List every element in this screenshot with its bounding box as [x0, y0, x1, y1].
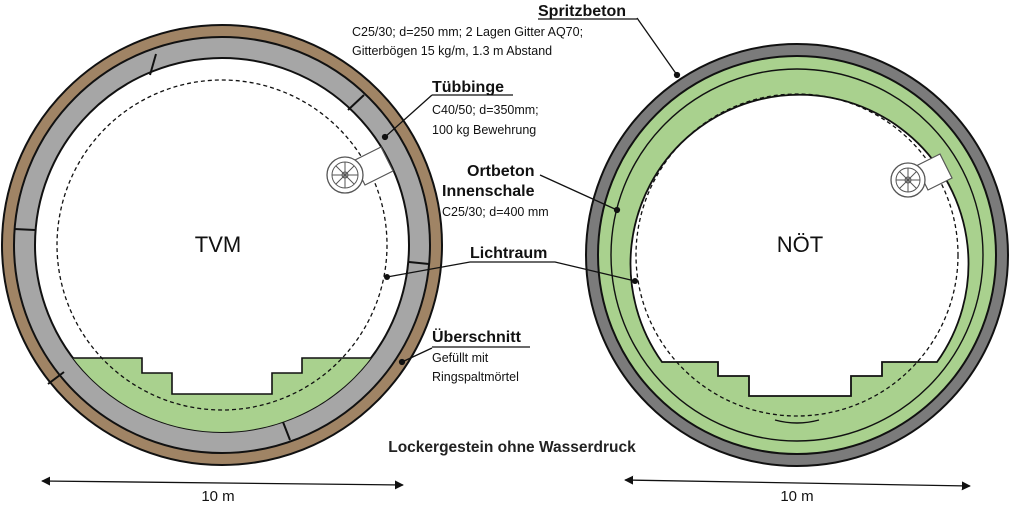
svg-text:C40/50; d=350mm;: C40/50; d=350mm; — [432, 103, 539, 117]
tvm-lichtraum — [56, 79, 388, 411]
label-lichtraum: Lichtraum — [470, 245, 547, 262]
noet-lichtraum-open — [629, 93, 970, 397]
leader-tuebbinge — [381, 94, 433, 141]
leader-ueberschnitt — [398, 347, 433, 366]
tvm-invert-fill — [35, 357, 409, 432]
tvm-label: TVM — [195, 232, 241, 257]
dimension-left: 10 m — [41, 476, 404, 505]
svg-text:Lichtraum: Lichtraum — [470, 245, 547, 262]
ground-condition-label: Lockergestein ohne Wasserdruck — [388, 439, 636, 456]
noet-spritzbeton-inner-line — [610, 68, 984, 442]
svg-text:C25/30; d=400 mm: C25/30; d=400 mm — [442, 205, 549, 219]
tvm-segment-joints — [13, 53, 430, 441]
noet-lichtraum — [635, 93, 959, 417]
tvm-cable-drum-icon — [326, 146, 394, 194]
svg-text:Spritzbeton: Spritzbeton — [538, 3, 626, 20]
tvm-tunnel: TVM — [1, 24, 443, 466]
svg-text:10 m: 10 m — [201, 488, 234, 505]
leader-lichtraum — [386, 261, 636, 282]
noet-label: NÖT — [777, 232, 823, 257]
svg-text:Ortbeton: Ortbeton — [467, 163, 535, 180]
dimension-right: 10 m — [624, 475, 971, 505]
leader-lines — [381, 17, 681, 366]
leader-spritzbeton — [636, 17, 681, 79]
svg-text:Gefüllt mit: Gefüllt mit — [432, 351, 489, 365]
svg-text:10 m: 10 m — [780, 488, 813, 505]
svg-text:Innenschale: Innenschale — [442, 183, 535, 200]
label-ortbeton: Ortbeton Innenschale C25/30; d=400 mm — [442, 163, 549, 219]
noet-tunnel: NÖT — [585, 43, 1009, 467]
svg-text:Überschnitt: Überschnitt — [432, 327, 522, 346]
label-spritzbeton: Spritzbeton C25/30; d=250 mm; 2 Lagen Gi… — [352, 3, 637, 58]
label-tuebbinge: Tübbinge C40/50; d=350mm; 100 kg Bewehru… — [432, 79, 539, 137]
svg-text:Tübbinge: Tübbinge — [432, 79, 504, 96]
svg-text:100 kg Bewehrung: 100 kg Bewehrung — [432, 123, 536, 137]
svg-text:Gitterbögen 15 kg/m, 1.3 m Abs: Gitterbögen 15 kg/m, 1.3 m Abstand — [352, 44, 552, 58]
svg-text:Ringspaltmörtel: Ringspaltmörtel — [432, 370, 519, 384]
noet-cable-drum-icon — [890, 153, 953, 198]
label-ueberschnitt: Überschnitt Gefüllt mit Ringspaltmörtel — [432, 327, 530, 384]
svg-text:C25/30; d=250 mm; 2 Lagen Gitt: C25/30; d=250 mm; 2 Lagen Gitter AQ70; — [352, 25, 583, 39]
leader-ortbeton — [539, 174, 621, 214]
noet-invert-arc — [774, 419, 820, 424]
